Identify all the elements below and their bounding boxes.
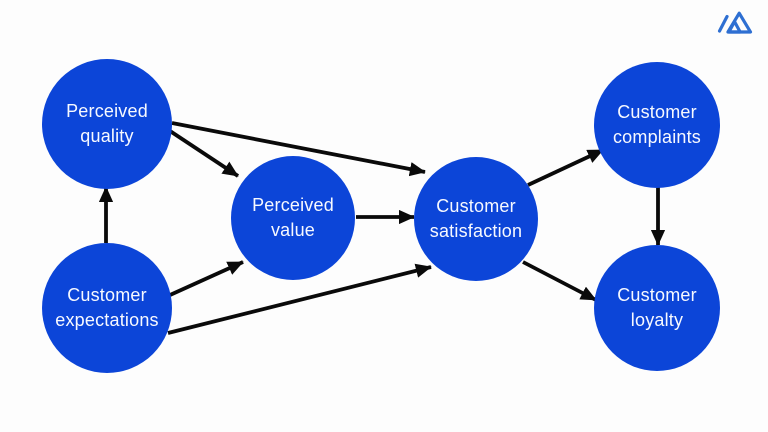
node-customer-loyalty: Customer loyalty [594,245,720,371]
logo-slash [717,14,729,33]
node-label-line: Customer [436,196,516,217]
arrow-expectations-to-satisfaction [167,263,432,335]
node-label-line: Customer [67,285,147,306]
node-label-line: Perceived [66,101,148,122]
logo-small-triangle [727,20,742,34]
arrow-quality-to-satisfaction [171,121,426,177]
arrow-satisfaction-to-loyalty [522,260,597,302]
node-label-line: Customer [617,285,697,306]
arrow-quality-to-value [168,129,240,178]
node-label-line: complaints [612,127,702,147]
arrow-satisfaction-to-complaints [527,148,604,187]
node-label-line: expectations [55,310,159,330]
arrow-expectations-to-value [169,260,244,297]
node-customer-satisfaction: Customer satisfaction [414,157,538,281]
node-perceived-quality: Perceived quality [42,59,172,189]
node-label-line: loyalty [630,310,684,330]
node-customer-expectations: Customer expectations [42,243,172,373]
node-label-line: Perceived [252,195,334,216]
node-label-line: Customer [617,102,697,123]
mountain-logo-icon [717,11,753,34]
node-label-line: value [270,220,316,240]
node-customer-complaints: Customer complaints [594,62,720,188]
node-label-line: quality [80,126,134,146]
node-label-line: satisfaction [429,221,523,241]
node-perceived-value: Perceived value [231,156,355,280]
